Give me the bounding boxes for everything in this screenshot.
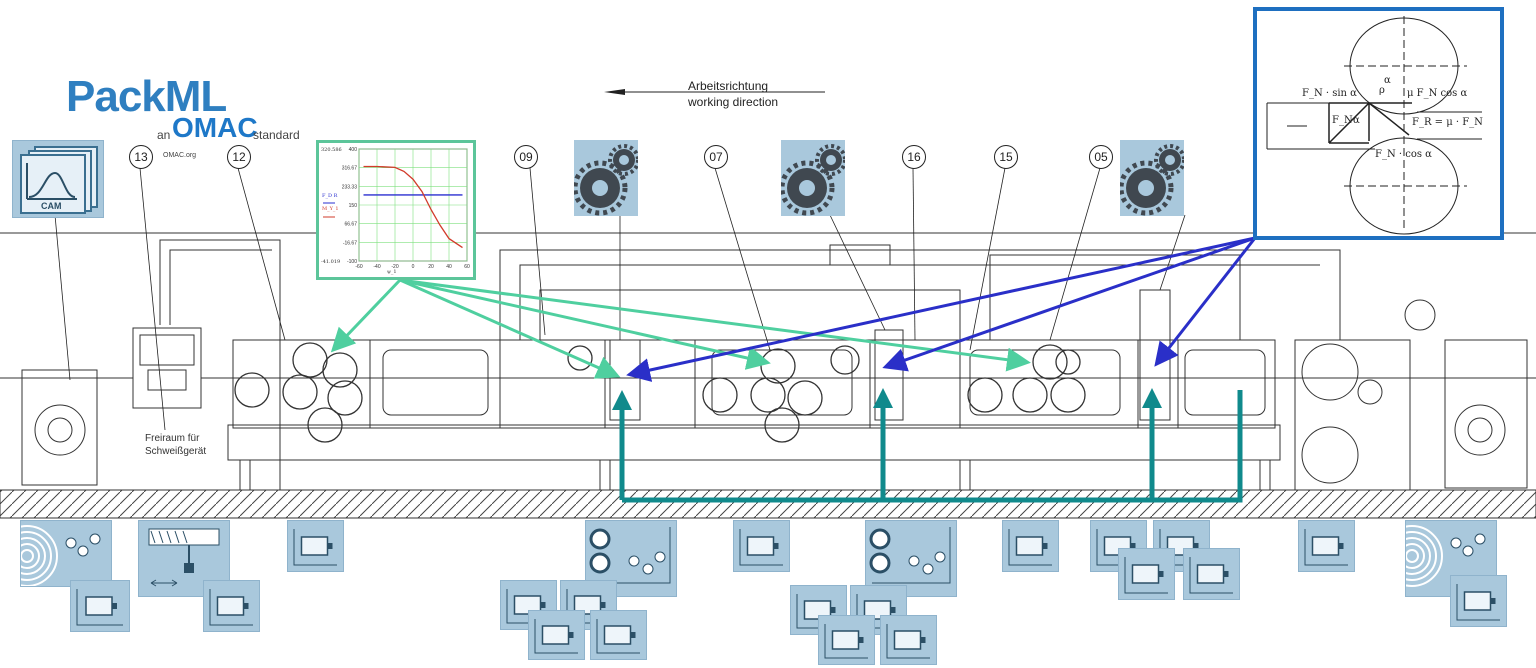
motor-drive-icon [203, 580, 260, 632]
chart-x-tick: 60 [464, 264, 470, 270]
formula-alpha: α [1384, 75, 1391, 86]
chart-y-tick: 316.67 [342, 166, 358, 172]
chart-x-tick: 0 [412, 264, 415, 270]
formula-fn: F_N [1332, 115, 1353, 126]
position-number: 15 [994, 145, 1018, 169]
logo-an: an [157, 128, 171, 142]
motor-drive-icon [590, 610, 647, 660]
chart-x-tick: 20 [428, 264, 434, 270]
motor-drive-icon [1183, 548, 1240, 600]
gear-icon [779, 140, 847, 216]
chart-series-line [363, 165, 463, 249]
position-number: 12 [227, 145, 251, 169]
formula-alpha-lower: α [1353, 115, 1360, 126]
chart-y-tick: 233.33 [342, 184, 358, 190]
position-number: 07 [704, 145, 728, 169]
chart-plot: -60 -40 -20 0 20 40 60 400 316.67 233.33 150 66.67 -… [323, 147, 470, 270]
motor-drive-icon [880, 615, 937, 665]
teal-bus-arrows [612, 388, 1243, 503]
position-number: 13 [129, 145, 153, 169]
position-number: 16 [902, 145, 926, 169]
blue-arrows [626, 236, 1257, 382]
motor-drive-icon [733, 520, 790, 572]
chart-y-tick: -16.67 [343, 240, 357, 246]
rollers-drive-icon [865, 520, 957, 597]
motor-drive-icon [70, 580, 130, 632]
formula-fn-cos: F_N · cos α [1375, 149, 1432, 160]
note-line2: Schweißgerät [145, 446, 207, 457]
logo-url: OMAC.org [163, 152, 197, 159]
logo-standard: standard [253, 128, 300, 142]
chart-xlabel: ψ_1 [387, 269, 397, 275]
chart-x-tick: 40 [446, 264, 452, 270]
formula-rho: ρ [1379, 85, 1385, 96]
direction-label-en: working direction [688, 95, 779, 109]
motor-drive-icon [1450, 575, 1507, 627]
chart-x-tick: -40 [373, 264, 380, 270]
note-line1: Freiraum für [145, 433, 200, 444]
spiral-drive-icon [0, 520, 112, 587]
chart-ymin-annotation: -41.019 [321, 259, 341, 265]
position-number: 05 [1089, 145, 1113, 169]
gear-icon [1118, 140, 1186, 216]
chart-y-tick: 400 [349, 147, 358, 153]
motor-drive-icon [528, 610, 585, 660]
gear-icon [572, 140, 640, 216]
chart-y-tick: 66.67 [344, 222, 357, 228]
chart-legend-1: F_D R [322, 193, 338, 199]
position-number: 09 [514, 145, 538, 169]
chart-x-tick: -60 [355, 264, 362, 270]
motor-drive-icon [1002, 520, 1059, 572]
formula-fn-sin: F_N · sin α [1302, 88, 1357, 99]
chart-x-tick: -20 [391, 264, 398, 270]
formula-fr: F_R = μ · F_N [1412, 117, 1483, 128]
chart-y-tick: -100 [347, 259, 357, 265]
chart-y-tick: 150 [349, 203, 358, 209]
roll-force-diagram: F_N · sin α μ F_N cos α F_N α α ρ F_R = … [1253, 7, 1504, 240]
green-arrows [330, 278, 1031, 379]
motor-drive-icon [287, 520, 344, 572]
motor-drive-icon [1118, 548, 1175, 600]
formula-mu-fn-cos: μ F_N cos α [1407, 88, 1468, 99]
direction-label-de: Arbeitsrichtung [688, 79, 769, 93]
cam-icon: CAM [12, 140, 104, 218]
motor-drive-icon [818, 615, 875, 665]
motor-drive-icon [1298, 520, 1355, 572]
cam-label: CAM [41, 201, 62, 211]
omac-logo: OMAC [172, 112, 258, 143]
chart-ymax-annotation: 320.586 [321, 147, 342, 153]
chart-legend-2: M_Y_1 [322, 206, 339, 212]
packml-logo: PackML [66, 72, 227, 121]
floor [0, 489, 1536, 519]
torque-chart: -60 -40 -20 0 20 40 60 400 316.67 233.33 150 66.67 -… [316, 140, 476, 280]
